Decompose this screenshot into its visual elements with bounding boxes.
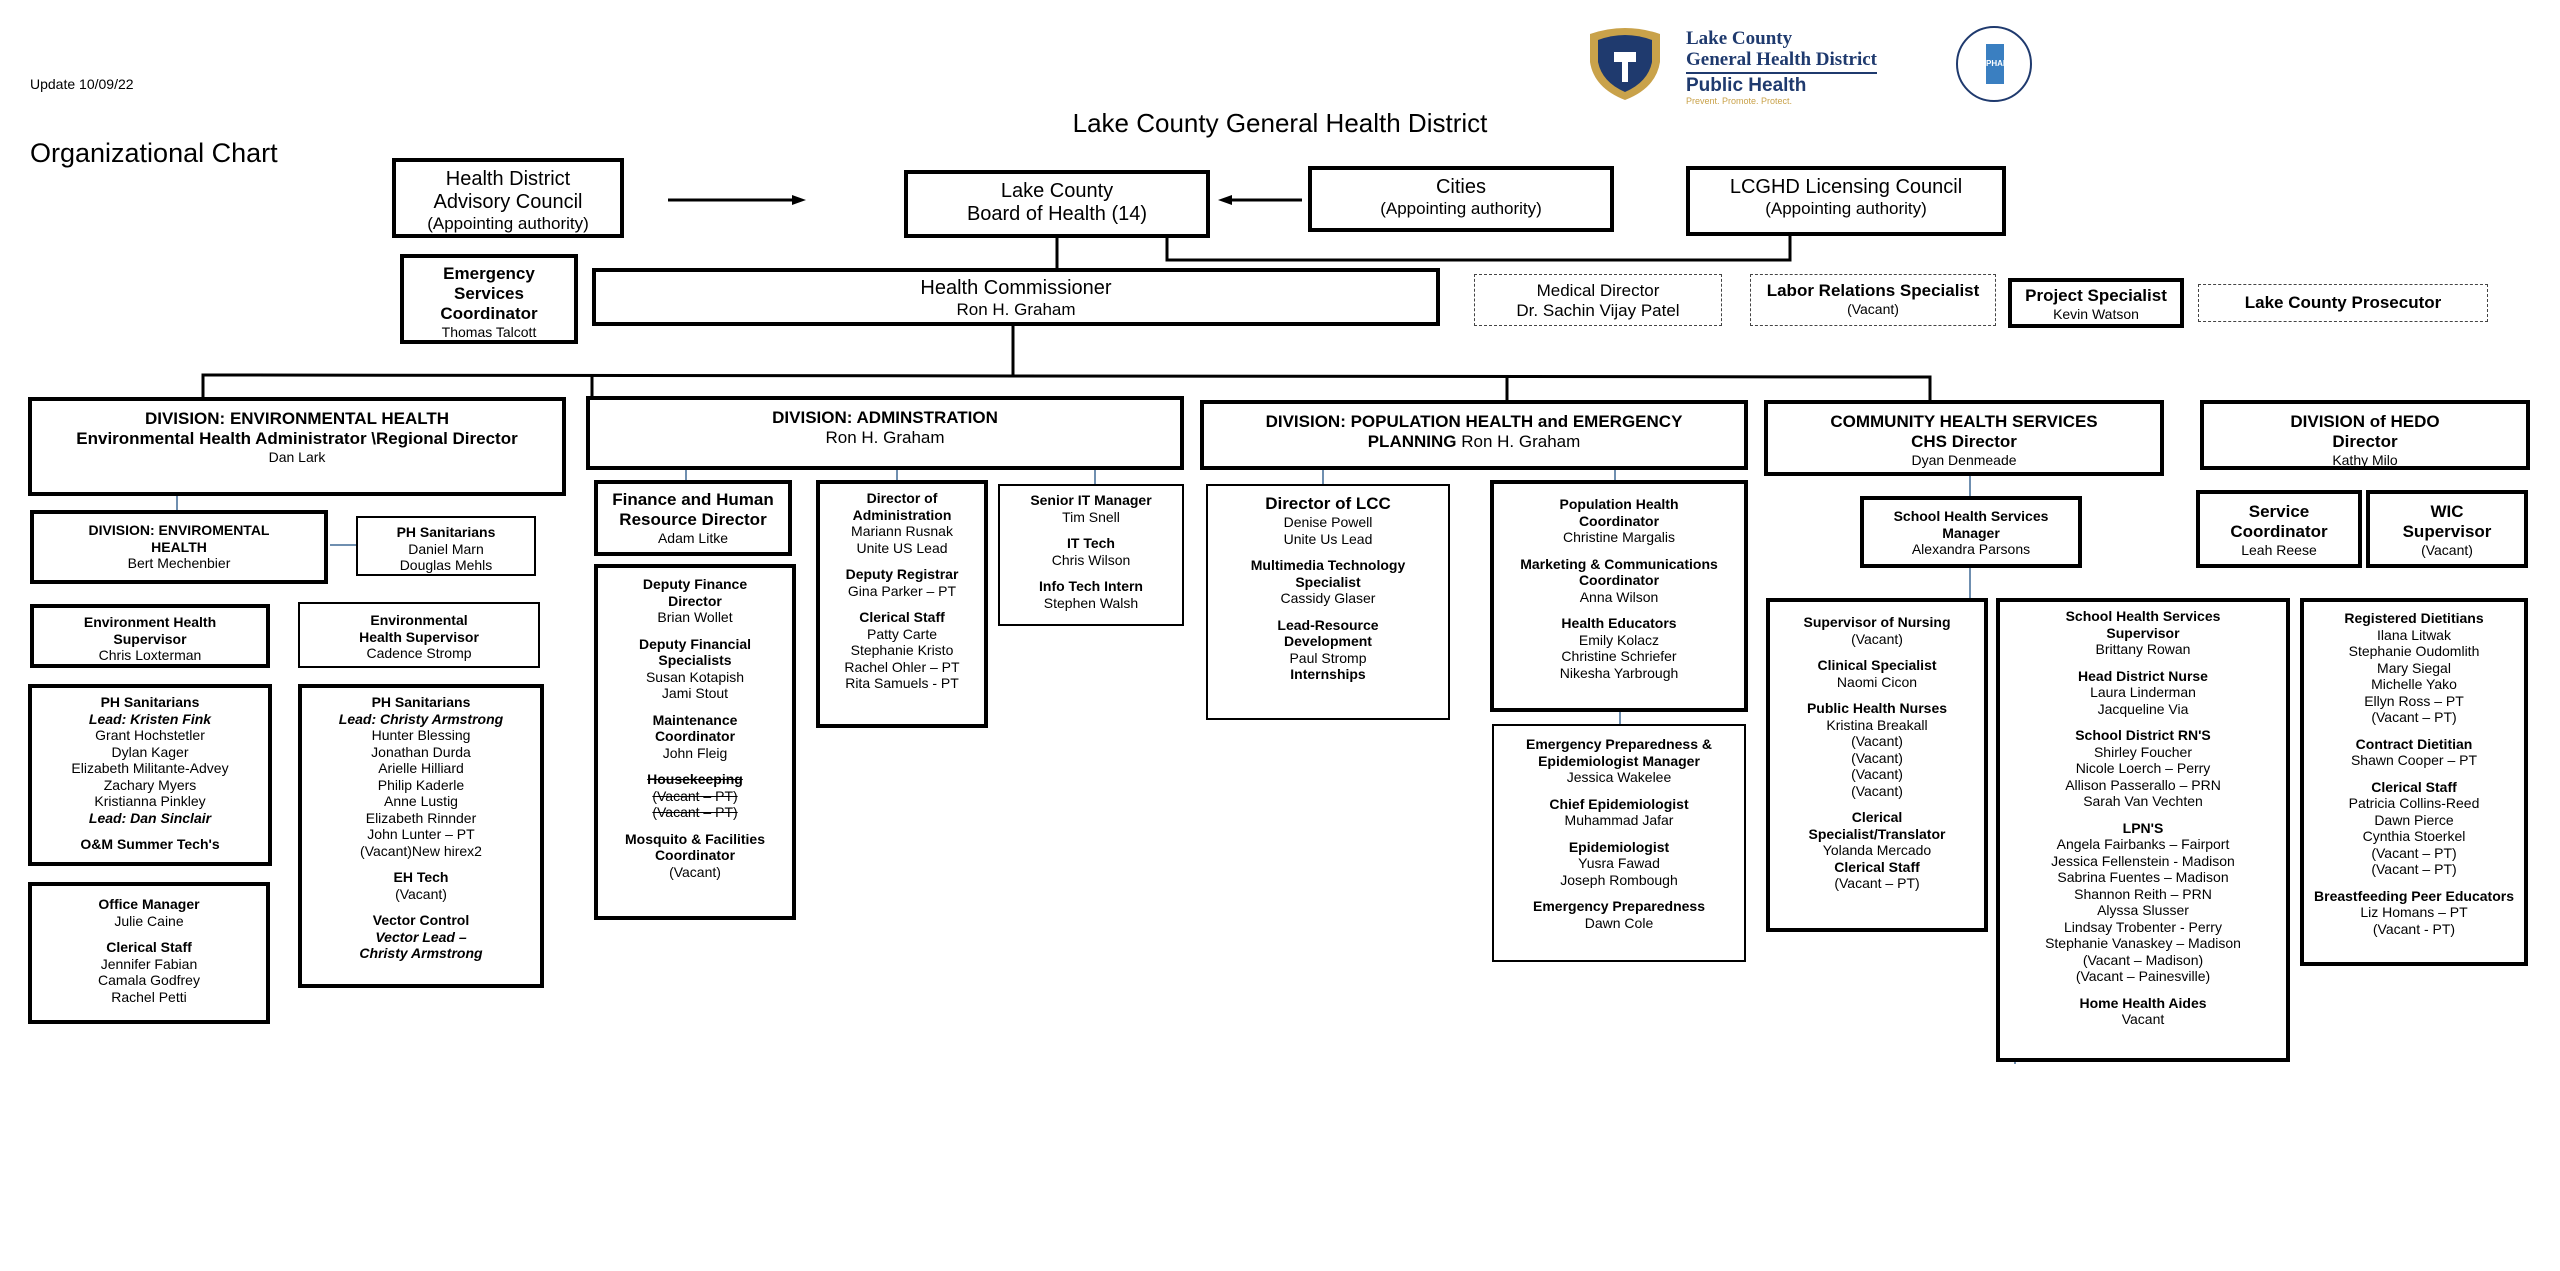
office-manager-box: Office Manager Julie Caine Clerical Staf… [28,882,270,1024]
chart-subtitle: Organizational Chart [30,138,278,168]
division-hedo-box: DIVISION of HEDO Director Kathy Milo [2200,400,2530,470]
project-specialist-box: Project Specialist Kevin Watson [2008,278,2184,328]
finance-hr-director-box: Finance and Human Resource Director Adam… [594,480,792,556]
board-of-health-box: Lake County Board of Health (14) [904,170,1210,238]
logo-tagline: Prevent. Promote. Protect. [1686,96,1793,106]
seal-label: PHAB [1986,44,2009,84]
population-health-coordinator-box: Population Health Coordinator Christine … [1490,480,1748,712]
school-health-manager-box: School Health Services Manager Alexandra… [1860,496,2082,568]
logo-line2: General Health District [1686,49,1878,70]
director-of-lcc-box: Director of LCC Denise Powell Unite Us L… [1206,484,1450,720]
env-health-supervisor-box: Environment Health Supervisor Chris Loxt… [30,604,270,668]
wic-supervisor-box: WIC Supervisor (Vacant) [2366,490,2528,568]
shield-logo-icon [1590,28,1660,100]
senior-it-manager-box: Senior IT Manager Tim Snell IT Tech Chri… [998,484,1184,626]
school-health-supervisor-box: School Health Services Supervisor Britta… [1996,598,2290,1062]
community-health-services-box: COMMUNITY HEALTH SERVICES CHS Director D… [1764,400,2164,476]
division-environmental-health-box: DIVISION: ENVIRONMENTAL HEALTH Environme… [28,397,566,496]
division-administration-box: DIVISION: ADMINSTRATION Ron H. Graham [586,396,1184,470]
county-prosecutor-box: Lake County Prosecutor [2198,284,2488,322]
health-commissioner-box: Health Commissioner Ron H. Graham [592,268,1440,326]
page-title: Lake County General Health District [1072,108,1488,138]
labor-relations-box: Labor Relations Specialist (Vacant) [1750,274,1996,326]
registered-dietitians-box: Registered Dietitians Ilana Litwak Steph… [2300,598,2528,966]
environmental-health-supervisor-box: Environmental Health Supervisor Cadence … [298,602,540,668]
emergency-preparedness-box: Emergency Preparedness & Epidemiologist … [1492,724,1746,962]
deputy-finance-box: Deputy Finance Director Brian Wollet Dep… [594,564,796,920]
medical-director-box: Medical Director Dr. Sachin Vijay Patel [1474,274,1722,326]
logo-line3: Public Health [1686,72,1878,96]
ph-sanitarians-left-box: PH Sanitarians Lead: Kristen Fink Grant … [28,684,272,866]
district-logo: Lake County General Health District Publ… [1584,26,2064,106]
division-population-health-box: DIVISION: POPULATION HEALTH and EMERGENC… [1200,400,1748,470]
ph-sanitarians-small-box: PH Sanitarians Daniel Marn Douglas Mehls [356,516,536,576]
environmental-division-box: DIVISION: ENVIROMENTAL HEALTH Bert Meche… [30,510,328,584]
logo-line1: Lake County [1686,28,1793,49]
service-coordinator-box: Service Coordinator Leah Reese [2196,490,2362,568]
director-of-administration-box: Director of Administration Mariann Rusna… [816,480,988,728]
licensing-council-box: LCGHD Licensing Council (Appointing auth… [1686,166,2006,236]
advisory-council-box: Health District Advisory Council (Appoin… [392,158,624,238]
accreditation-seal: PHAB [1956,26,2032,102]
update-note: Update 10/09/22 [30,76,134,92]
cities-box: Cities (Appointing authority) [1308,166,1614,232]
ph-sanitarians-right-box: PH Sanitarians Lead: Christy Armstrong H… [298,684,544,988]
supervisor-of-nursing-box: Supervisor of Nursing (Vacant) Clinical … [1766,598,1988,932]
emergency-coordinator-box: Emergency Services Coordinator Thomas Ta… [400,254,578,344]
